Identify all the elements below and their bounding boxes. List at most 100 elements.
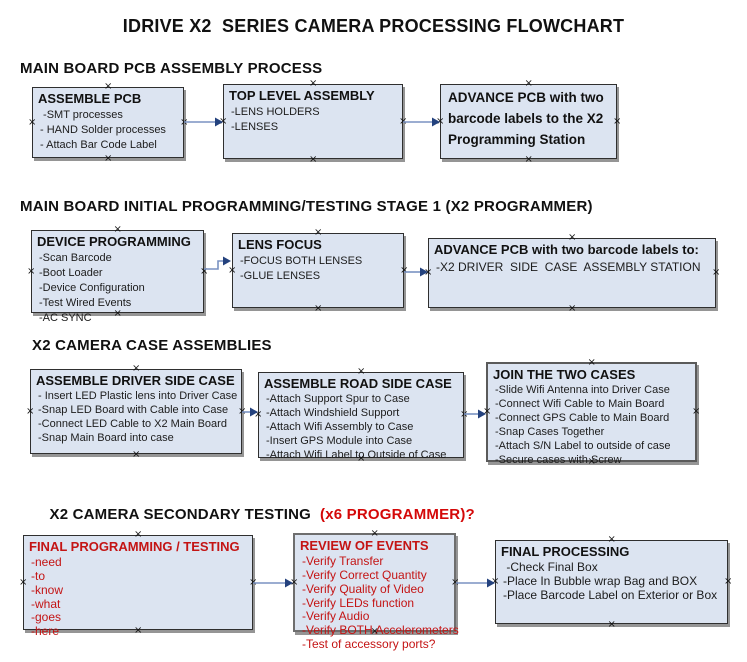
box-item: -Place In Bubble wrap Bag and BOX: [503, 574, 698, 589]
connection-marker-icon: ×: [19, 576, 28, 588]
box-item: -Attach Windshield Support: [266, 407, 400, 420]
flow-arrow: [242, 407, 258, 417]
flow-arrow: [456, 578, 495, 588]
box-item: -Test of accessory ports?: [302, 637, 436, 652]
box-item-list: -SMT processes - HAND Solder processes - A…: [38, 108, 177, 153]
flow-arrow: [464, 409, 486, 419]
box-item: -GLUE LENSES: [240, 270, 321, 283]
box-item: -Snap Cases Together: [495, 426, 605, 439]
box-title: ASSEMBLE PCB: [38, 91, 142, 106]
box-title: FINAL PROCESSING: [501, 544, 630, 559]
section-header-red-suffix: (x6 PROGRAMMER)?: [320, 506, 475, 523]
connection-marker-icon: ×: [27, 265, 36, 277]
box-item: -Place Barcode Label on Exterior or Box: [503, 587, 718, 602]
box-title: ASSEMBLE DRIVER SIDE CASE: [36, 373, 235, 388]
section-header-case-assemblies: X2 CAMERA CASE ASSEMBLIES: [32, 337, 272, 354]
box-item-list: - Insert LED Plastic lens into Driver Ca…: [36, 390, 238, 446]
connection-marker-icon: ×: [132, 363, 141, 374]
box-title: FINAL PROGRAMMING / TESTING: [29, 539, 240, 554]
box-item: -Connect Wifi Cable to Main Board: [495, 398, 665, 411]
box-item: -X2 DRIVER SIDE CASE ASSEMBLY STATION: [436, 260, 701, 275]
connection-marker-icon: ×: [607, 534, 616, 545]
section-header-initial-programming: MAIN BOARD INITIAL PROGRAMMING/TESTING S…: [20, 198, 593, 215]
box-title: LENS FOCUS: [238, 237, 322, 252]
connection-marker-icon: ×: [568, 232, 577, 243]
flow-box-advance-pcb-case-assembly: ADVANCE PCB with two barcode labels to: …: [424, 233, 720, 314]
box-item: -Connect LED Cable to X2 Main Board: [38, 418, 227, 431]
box-item: -know: [31, 582, 64, 597]
box-item: -Snap LED Board with Cable into Case: [38, 404, 229, 417]
box-title: ADVANCE PCB with two barcode labels to t…: [448, 90, 604, 147]
section-header-pcb-assembly: MAIN BOARD PCB ASSEMBLY PROCESS: [20, 60, 323, 77]
connection-marker-icon: ×: [357, 366, 366, 377]
box-item: -Verify Transfer: [302, 554, 384, 569]
flow-box-advance-pcb-programming-station: ADVANCE PCB with two barcode labels to t…: [436, 79, 621, 165]
box-item: - Insert LED Plastic lens into Driver Ca…: [38, 390, 238, 403]
section-header-text: X2 CAMERA SECONDARY TESTING: [49, 506, 312, 523]
box-item: -LENSES: [231, 121, 279, 134]
box-item-list: -Slide Wifi Antenna into Driver Case-Con…: [493, 384, 689, 468]
connection-marker-icon: ×: [607, 619, 616, 630]
box-item: -Connect GPS Cable to Main Board: [495, 412, 670, 425]
connection-marker-icon: ×: [613, 115, 622, 127]
connection-marker-icon: ×: [309, 154, 318, 165]
box-title: ADVANCE PCB with two barcode labels to:: [434, 242, 699, 257]
box-item: - HAND Solder processes: [40, 124, 166, 137]
connection-marker-icon: ×: [568, 303, 577, 314]
box-title: ASSEMBLE ROAD SIDE CASE: [264, 376, 452, 391]
flow-arrow: [403, 117, 440, 127]
page-title: IDRIVE X2 SERIES CAMERA PROCESSING FLOWC…: [122, 16, 625, 36]
connection-marker-icon: ×: [113, 224, 122, 235]
box-title: TOP LEVEL ASSEMBLY: [229, 88, 375, 103]
connection-marker-icon: ×: [314, 227, 323, 238]
flow-box-device-programming: DEVICE PROGRAMMING -Scan Barcode-Boot Lo…: [27, 225, 208, 325]
box-item: -Test Wired Events: [39, 297, 132, 310]
box-item: -Attach Wifi Assembly to Case: [266, 421, 414, 434]
box-item: -Slide Wifi Antenna into Driver Case: [495, 384, 670, 397]
flow-box-assemble-pcb: ASSEMBLE PCB -SMT processes - HAND Solder…: [28, 82, 188, 164]
box-item-list: -Attach Support Spur to Case-Attach Wind…: [264, 393, 457, 463]
box-item-list: -Check Final Box-Place In Bubble wrap Ba…: [501, 560, 721, 602]
section-header-secondary-testing: X2 CAMERA SECONDARY TESTING (x6 PROGRAMME…: [32, 489, 475, 540]
box-item: -Attach Wifi Label to Outside of Case: [266, 449, 447, 462]
box-item: -Verify Audio: [302, 609, 370, 624]
box-item: -what: [31, 596, 61, 611]
box-item-list: -Verify Transfer-Verify Correct Quantity…: [300, 554, 459, 652]
box-item: -Snap Main Board into case: [38, 432, 174, 445]
flow-box-assemble-driver-side-case: ASSEMBLE DRIVER SIDE CASE - Insert LED P…: [26, 364, 246, 460]
box-item-list: -X2 DRIVER SIDE CASE ASSEMBLY STATION: [434, 259, 709, 275]
box-item: -FOCUS BOTH LENSES: [240, 255, 363, 268]
box-item: -need: [31, 555, 62, 570]
box-item-list: -need-to-know-what-goes-here: [29, 555, 246, 639]
box-item-list: -FOCUS BOTH LENSES -GLUE LENSES: [238, 254, 397, 284]
connection-marker-icon: ×: [587, 357, 596, 368]
box-item: -Attach Support Spur to Case: [266, 393, 410, 406]
box-item: -Check Final Box: [503, 560, 598, 575]
connection-marker-icon: ×: [524, 154, 533, 165]
box-item: -Boot Loader: [39, 267, 103, 280]
connection-marker-icon: ×: [314, 303, 323, 314]
box-item: -here: [31, 624, 60, 639]
box-item-list: -LENS HOLDERS-LENSES: [229, 105, 396, 135]
connection-marker-icon: ×: [28, 116, 37, 128]
box-item: -Verify Correct Quantity: [302, 568, 427, 583]
box-title: REVIEW OF EVENTS: [300, 538, 429, 553]
flow-arrow: [404, 267, 428, 277]
box-item: -SMT processes: [40, 109, 123, 122]
flow-box-assemble-road-side-case: ASSEMBLE ROAD SIDE CASE -Attach Support …: [254, 367, 468, 464]
connection-marker-icon: ×: [26, 405, 35, 417]
box-item: -AC SYNC: [39, 312, 92, 325]
flow-box-final-programming-testing: FINAL PROGRAMMING / TESTING -need-to-kno…: [19, 530, 257, 639]
connection-marker-icon: ×: [132, 449, 141, 460]
connection-marker-icon: ×: [724, 576, 733, 587]
flow-box-review-of-events: REVIEW OF EVENTS -Verify Transfer-Verify…: [290, 529, 459, 651]
connection-marker-icon: ×: [104, 81, 113, 92]
flow-arrow: [184, 117, 223, 127]
box-item: -Secure cases with Screw: [495, 454, 622, 467]
box-item: - Attach Bar Code Label: [40, 139, 157, 152]
box-item: -Device Configuration: [39, 282, 145, 295]
connection-marker-icon: ×: [104, 153, 113, 164]
box-item: -Insert GPS Module into Case: [266, 435, 413, 448]
box-item: -goes: [31, 610, 62, 625]
